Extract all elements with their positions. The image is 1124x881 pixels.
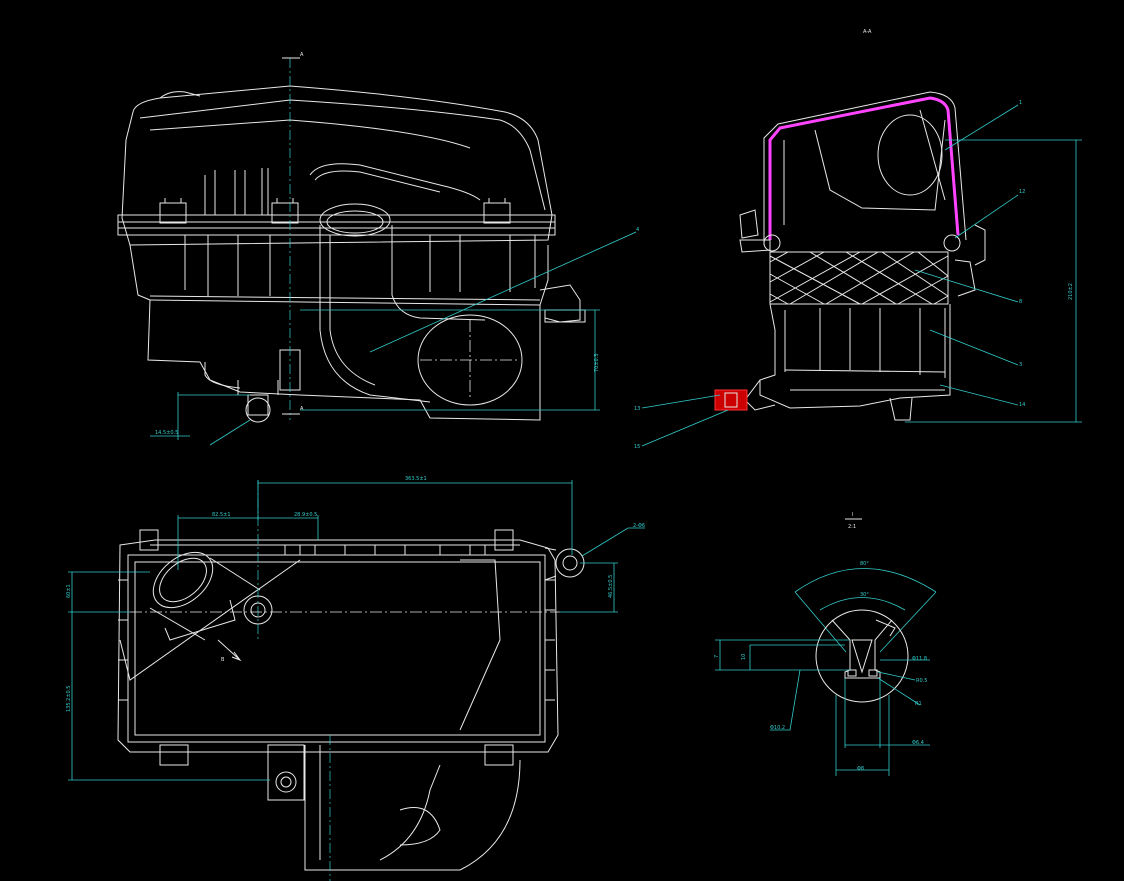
dim-det-bottom: Φ6.4 (912, 740, 924, 746)
section-mark-bottom: A (300, 406, 304, 412)
callout-12: 12 (1019, 189, 1025, 195)
view-mark-b: B (221, 657, 225, 663)
callout-3: 3 (1019, 362, 1022, 368)
section-view: A-A 210±2 1 12 (634, 29, 1082, 450)
dim-det-bottom2: Φ8 (857, 766, 864, 772)
filter-media-hatch (769, 251, 949, 305)
callout-lug: 2-Φ6 (633, 523, 645, 529)
dim-upper-left: 82.5±1 (212, 512, 231, 518)
dim-det-label: Φ10.2 (770, 725, 785, 731)
dim-front-bottom: 14.5±0.5 (155, 430, 178, 436)
dim-det-r1: Φ11.8 (912, 656, 927, 662)
callout-1: 1 (1019, 100, 1022, 106)
dim-det-left: 7 (714, 655, 720, 658)
dim-det-r2: R0.5 (916, 678, 927, 684)
detail-view: I 2:1 80° 30° 7 10 Φ11.8 R0.5 R1 Φ6.4 Φ8… (714, 512, 937, 776)
callout-8: 8 (1019, 299, 1022, 305)
plan-view: 363.5±1 82.5±1 28.9±0.5 60±1 135.2±0.5 4… (66, 476, 645, 881)
section-title: A-A (863, 29, 872, 35)
section-mark-top: A (300, 52, 304, 58)
front-view: A A 70±0.5 14.5±0.5 4 (117, 52, 639, 446)
dim-det-r3: R1 (915, 701, 922, 707)
dim-left-long: 135.2±0.5 (66, 686, 72, 712)
callout-14: 14 (1019, 402, 1025, 408)
callout-4: 4 (636, 227, 639, 233)
dim-det-left2: 10 (741, 654, 747, 660)
dim-angle-inner: 30° (860, 592, 869, 598)
dim-front-height: 70±0.5 (594, 353, 600, 372)
dim-top-width: 363.5±1 (405, 476, 427, 482)
dim-angle-outer: 80° (860, 561, 869, 567)
dim-height-right: 210±2 (1068, 283, 1074, 300)
dim-upper-mid: 28.9±0.5 (294, 512, 317, 518)
detail-title-top: I (852, 512, 853, 518)
detail-title-bottom: 2:1 (848, 524, 856, 530)
callout-13: 13 (634, 406, 640, 412)
callout-15: 15 (634, 444, 640, 450)
dim-right-short: 46.5±0.5 (608, 575, 614, 598)
dim-left-short: 60±1 (66, 584, 72, 598)
